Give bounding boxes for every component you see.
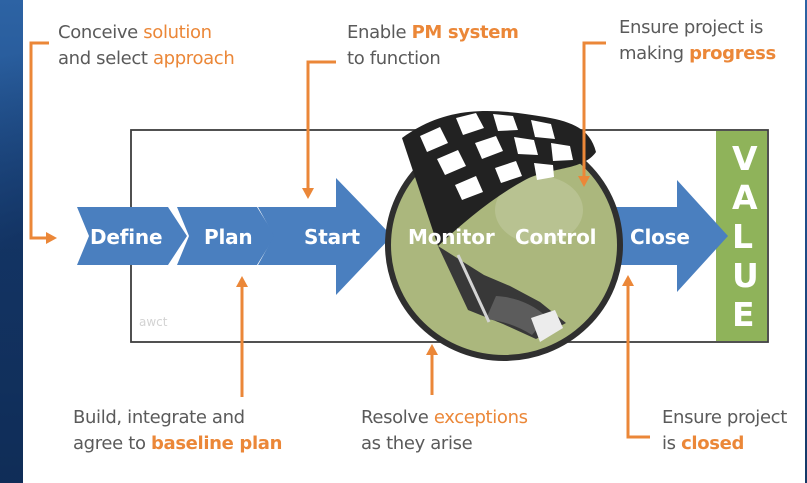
connector-top-left [29, 41, 49, 240]
value-letter-v: V [732, 139, 758, 178]
annotation-enable-pm-system: Enable PM system to function [347, 22, 519, 69]
plan-arrow [177, 207, 275, 265]
annotation-conceive-solution: Conceive solution and select approach [58, 22, 235, 69]
connector-bottom-mid-arrowhead [426, 344, 438, 355]
circle-shadow [495, 176, 583, 244]
watermark-text: awct [139, 315, 168, 329]
annotation-ensure-progress: Ensure project is making progress [619, 17, 776, 64]
start-arrow [258, 178, 392, 295]
connector-top-left-arrowhead [46, 232, 57, 244]
connector-top-right [582, 41, 606, 176]
define-arrow [77, 207, 187, 265]
step-define-label: Define [90, 225, 163, 249]
step-start-label: Start [304, 225, 360, 249]
step-close-label: Close [630, 225, 690, 249]
connector-top-mid [306, 60, 336, 188]
value-letter-a: A [732, 178, 758, 217]
annotation-ensure-closed: Ensure project is closed [662, 407, 787, 454]
value-letter-l: L [732, 217, 754, 256]
connector-bottom-right [626, 286, 650, 439]
checkered-flag-icon [402, 110, 596, 342]
annotation-resolve-exceptions: Resolve exceptions as they arise [361, 407, 528, 454]
step-plan-label: Plan [204, 225, 253, 249]
connector-lines [29, 41, 650, 439]
value-letter-u: U [732, 256, 759, 295]
connector-bottom-left-arrowhead [236, 276, 248, 287]
value-letter-e: E [732, 295, 755, 334]
close-arrow [606, 180, 728, 292]
annotation-baseline-plan: Build, integrate and agree to baseline p… [73, 407, 283, 454]
connector-top-right-arrowhead [578, 176, 590, 187]
connector-top-mid-arrowhead [302, 188, 314, 199]
connector-bottom-right-arrowhead [622, 275, 634, 286]
step-monitor-label: Monitor [408, 225, 495, 249]
step-control-label: Control [515, 225, 597, 249]
